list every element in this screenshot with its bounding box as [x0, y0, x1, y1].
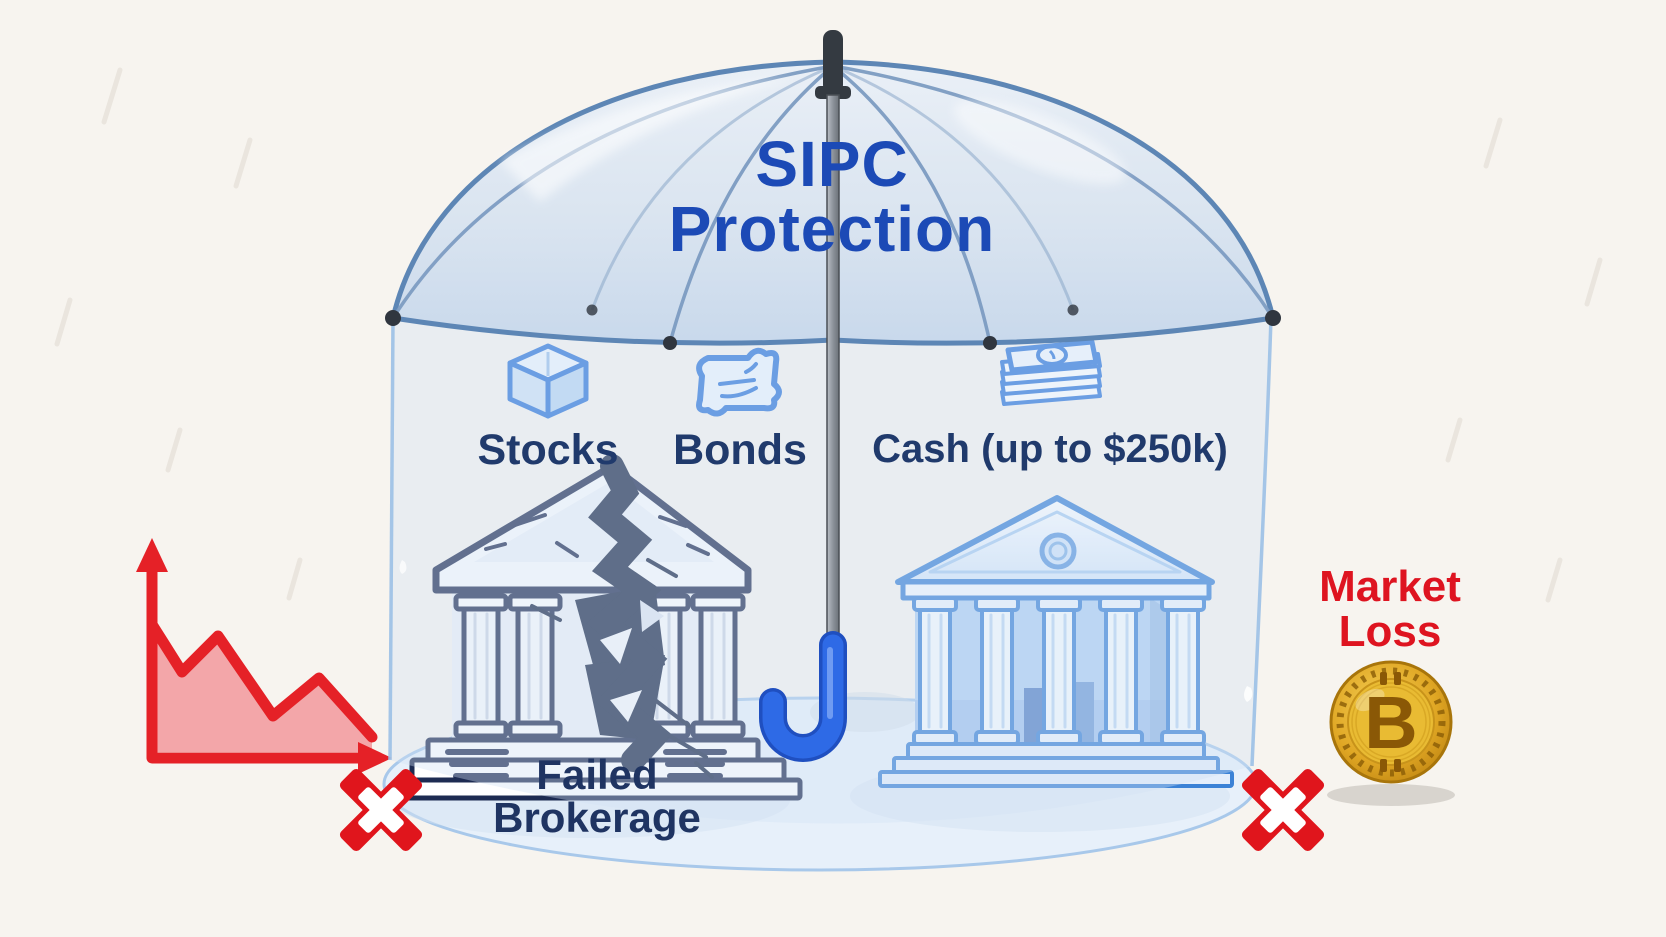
- market-loss-label: Market Loss: [1319, 564, 1461, 654]
- bond-certificate-icon: [696, 347, 782, 417]
- market-loss-line2: Loss: [1338, 607, 1442, 656]
- column: [690, 593, 746, 739]
- column: [1036, 596, 1082, 746]
- bitcoin-coin-icon: B: [1327, 660, 1455, 806]
- title-line2: Protection: [668, 193, 996, 265]
- bitcoin-symbol: B: [1364, 681, 1417, 764]
- stocks-label: Stocks: [477, 426, 619, 474]
- failed-line2: Brokerage: [493, 794, 701, 841]
- failed-brokerage-building: [393, 454, 803, 801]
- umbrella-handle: [759, 631, 847, 762]
- bonds-label: Bonds: [673, 426, 807, 474]
- x-mark-left: [339, 768, 423, 852]
- rain-streaks: [54, 67, 1603, 603]
- cash-stack-icon: [1000, 339, 1102, 406]
- cube-icon: [507, 343, 589, 419]
- title-line1: SIPC: [755, 128, 909, 200]
- column: [1160, 596, 1206, 746]
- market-loss-line1: Market: [1319, 562, 1461, 611]
- crack: [530, 454, 714, 779]
- cash-label: Cash (up to $250k): [872, 427, 1228, 471]
- column: [974, 596, 1020, 746]
- declining-chart: [136, 538, 392, 774]
- failed-brokerage-label: Failed Brokerage: [493, 753, 701, 839]
- column: [507, 593, 563, 739]
- failed-line1: Failed: [536, 751, 658, 798]
- x-mark-right: [1241, 768, 1325, 852]
- umbrella: [385, 30, 1281, 824]
- column: [453, 593, 509, 739]
- umbrella-title: SIPC Protection: [669, 132, 995, 262]
- healthy-bank-building: [878, 495, 1234, 788]
- umbrella-ferrule: [815, 30, 851, 99]
- column: [1098, 596, 1144, 746]
- column: [912, 596, 958, 746]
- rib-tips: [385, 304, 1281, 350]
